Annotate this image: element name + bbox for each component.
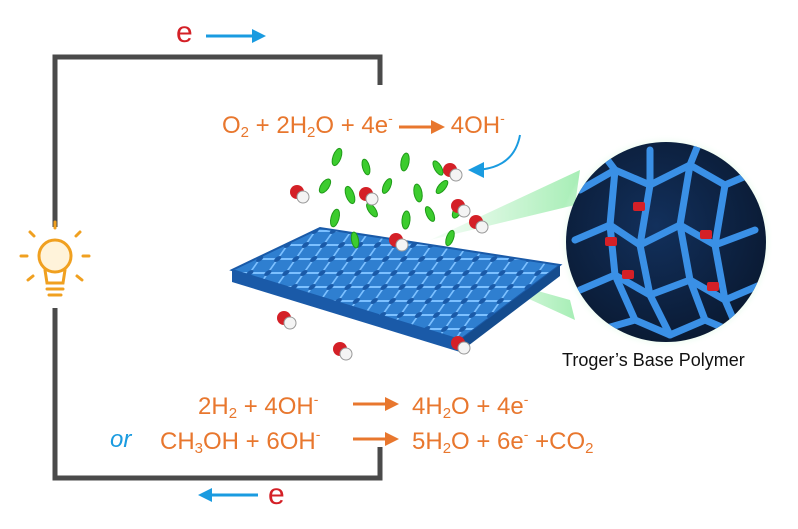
- electron-arrow-bottom: [198, 488, 258, 502]
- anode-equation-hydrogen-rhs: 4H2O + 4e-: [412, 391, 529, 422]
- polymer-caption: Troger’s Base Polymer: [562, 350, 745, 370]
- cathode-lhs: O2 + 2H2O + 4e-: [222, 110, 393, 141]
- polymer-membrane: [229, 226, 563, 352]
- polymer-zoom: [558, 134, 774, 350]
- reaction-arrow-icon: [353, 432, 399, 446]
- electron-label-bottom: e: [268, 478, 285, 511]
- cathode-rhs: 4OH-: [450, 110, 505, 139]
- cathode-equation: O2 + 2H2O + 4e- 4OH-: [222, 110, 505, 141]
- reaction-arrow-icon: [353, 397, 399, 411]
- anode-equation-methanol-lhs: CH3OH + 6OH-: [160, 426, 321, 457]
- hydroxide-molecules: [277, 163, 489, 361]
- light-bulb-icon: [19, 220, 91, 297]
- or-connector: or: [110, 426, 132, 453]
- reaction-arrow-icon: [398, 119, 445, 134]
- electron-arrow-top: [206, 29, 266, 43]
- anode-equation-methanol-rhs: 5H2O + 6e- +CO2: [412, 426, 594, 457]
- circuit-wire: [52, 54, 383, 481]
- electron-label-top: e: [176, 16, 193, 49]
- curved-arrow: [468, 134, 521, 178]
- anode-equation-hydrogen-lhs: 2H2 + 4OH-: [198, 391, 319, 422]
